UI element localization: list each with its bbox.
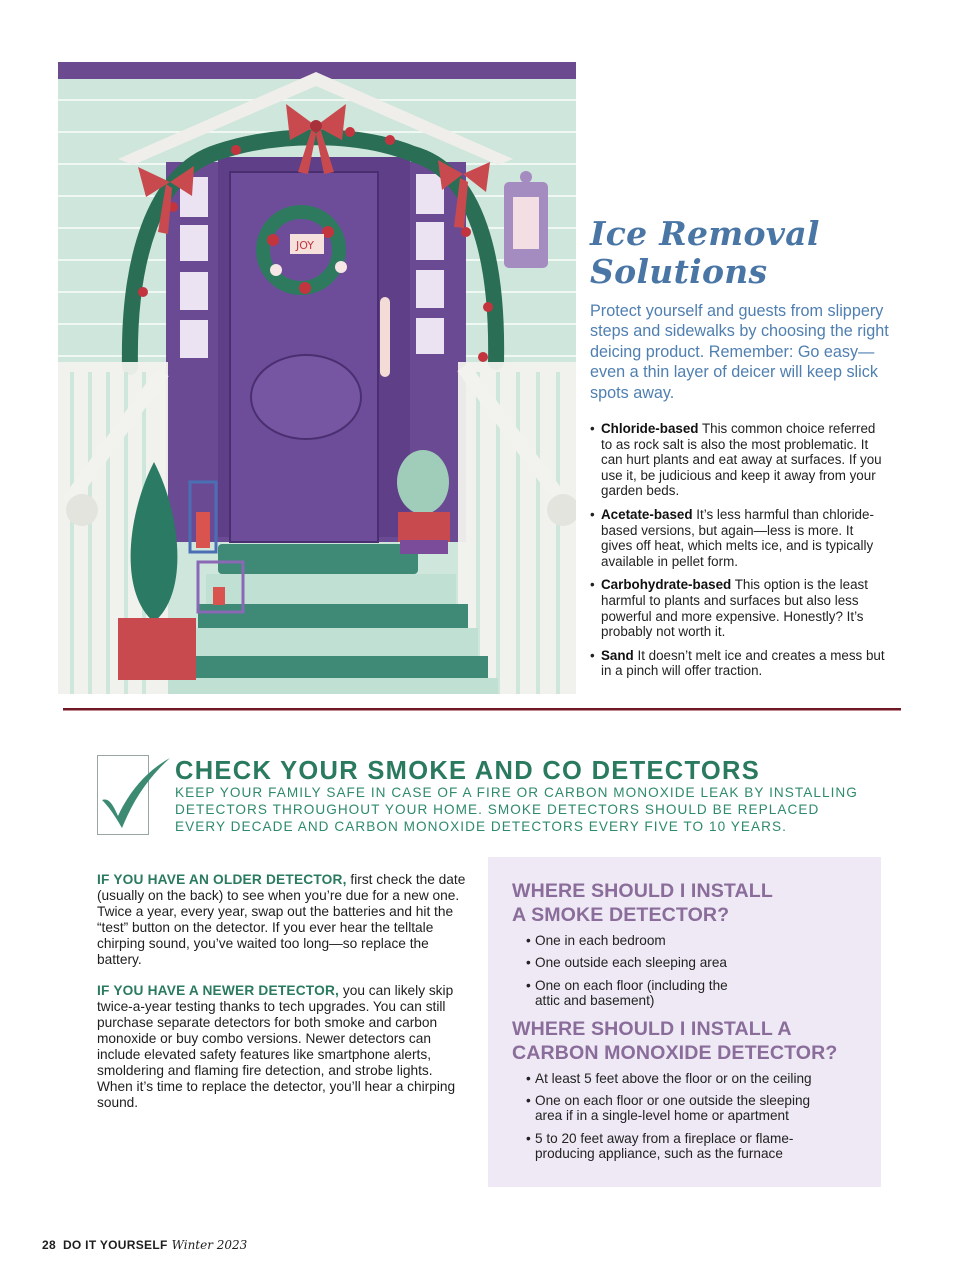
heading-line-1: WHERE SHOULD I INSTALL	[512, 880, 773, 902]
item-term: Acetate-based	[601, 507, 693, 522]
checkbox-frame	[97, 755, 149, 835]
item-text: This option is the least harmful to plan…	[601, 577, 868, 640]
svg-text:JOY: JOY	[295, 239, 314, 252]
paragraph-lead: IF YOU HAVE AN OLDER DETECTOR,	[97, 872, 347, 887]
where-to-install-box: WHERE SHOULD I INSTALL A SMOKE DETECTOR?…	[488, 857, 881, 1187]
detectors-subtitle: Keep your family safe in case of a fire …	[175, 785, 858, 835]
co-detector-heading: WHERE SHOULD I INSTALL A CARBON MONOXIDE…	[512, 1017, 881, 1065]
deicer-list: Chloride-based This common choice referr…	[590, 421, 895, 679]
list-item: 5 to 20 feet away from a fireplace or fl…	[526, 1131, 881, 1162]
ice-removal-intro: Protect yourself and guests from slipper…	[590, 302, 889, 402]
smoke-detector-list: One in each bedroom One outside each sle…	[526, 933, 881, 1009]
older-detector-paragraph: IF YOU HAVE AN OLDER DETECTOR, first che…	[97, 872, 469, 968]
list-item: One outside each sleeping area	[526, 955, 881, 971]
paragraph-text: you can likely skip twice-a-year testing…	[97, 983, 456, 1110]
item-text: It’s less harmful than chloride-based ve…	[601, 507, 874, 569]
section-divider	[63, 708, 901, 710]
list-item: One on each floor or one outside the sle…	[526, 1093, 881, 1124]
list-item-sand: Sand It doesn’t melt ice and creates a m…	[590, 648, 895, 679]
list-item: At least 5 feet above the floor or on th…	[526, 1071, 881, 1087]
porch-illustration: JOY	[58, 62, 576, 694]
newer-detector-paragraph: IF YOU HAVE A NEWER DETECTOR, you can li…	[97, 983, 469, 1111]
co-detector-list: At least 5 feet above the floor or on th…	[526, 1071, 881, 1162]
detectors-title: CHECK YOUR SMOKE AND CO DETECTORS	[175, 757, 761, 785]
list-item: One on each floor (including the attic a…	[526, 978, 881, 1009]
ice-removal-title: Ice Removal Solutions	[590, 215, 895, 291]
list-item-acetate: Acetate-based It’s less harmful than chl…	[590, 507, 895, 569]
item-term: Carbohydrate-based	[601, 577, 732, 593]
list-item-carbohydrate: Carbohydrate-based This option is the le…	[590, 577, 895, 639]
smoke-detector-heading: WHERE SHOULD I INSTALL A SMOKE DETECTOR?	[512, 879, 881, 927]
heading-line-2: CARBON MONOXIDE DETECTOR?	[512, 1041, 838, 1064]
title-line-2: Solutions	[590, 252, 768, 291]
list-item-chloride: Chloride-based This common choice referr…	[590, 421, 895, 499]
item-text: It doesn’t melt ice and creates a mess b…	[601, 647, 885, 679]
heading-line-1: WHERE SHOULD I INSTALL A	[512, 1017, 792, 1040]
item-term: Sand	[601, 647, 634, 663]
ice-removal-section: Ice Removal Solutions Protect yourself a…	[590, 215, 895, 687]
checkmark-icon	[102, 758, 170, 828]
heading-line-2: A SMOKE DETECTOR?	[512, 904, 730, 926]
detector-advice: IF YOU HAVE AN OLDER DETECTOR, first che…	[97, 872, 469, 1126]
list-item: One in each bedroom	[526, 933, 881, 949]
issue-label: Winter 2023	[171, 1238, 248, 1252]
front-door-watercolor: JOY	[58, 62, 576, 694]
item-term: Chloride-based	[601, 421, 699, 437]
magazine-name: DO IT YOURSELF	[62, 1238, 168, 1252]
paragraph-lead: IF YOU HAVE A NEWER DETECTOR,	[97, 983, 340, 998]
page-number: 28	[42, 1238, 56, 1252]
item-text: This common choice referred to as rock s…	[601, 421, 882, 499]
paragraph-text: first check the date (usually on the bac…	[97, 872, 466, 967]
title-line-1: Ice Removal	[590, 214, 820, 253]
